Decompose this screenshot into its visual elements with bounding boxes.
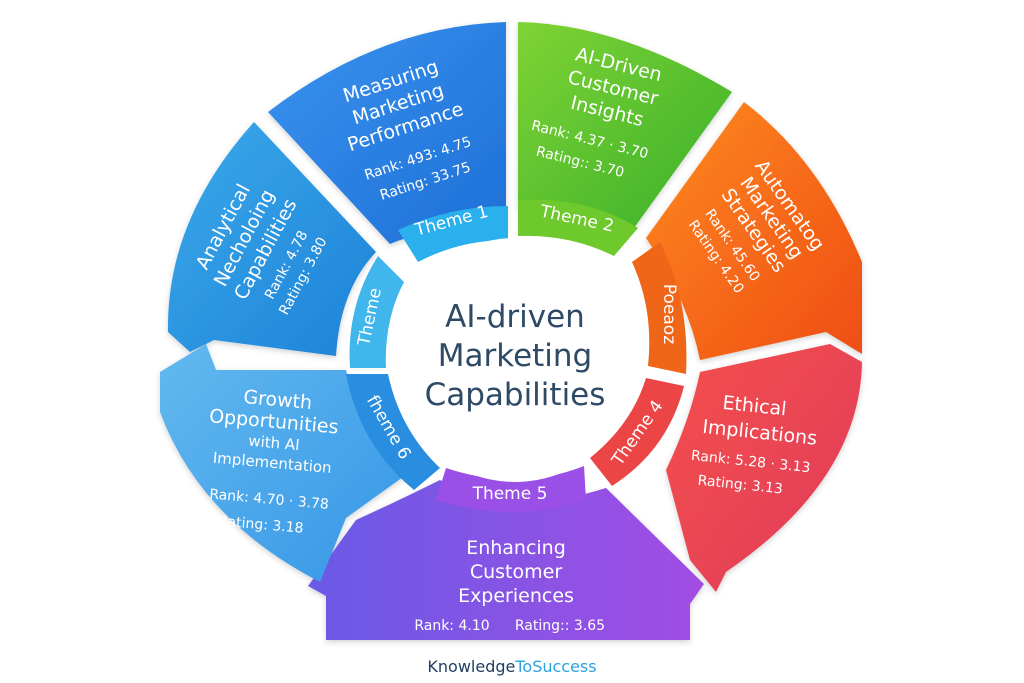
segment-5-title-3: Experiences [458,585,574,607]
theme-5-label: Theme 5 [472,484,548,504]
segment-2-shape [518,22,732,228]
segment-5-title-2: Customer [470,561,562,583]
theme-ring [346,199,687,512]
segment-6-shape [160,344,410,582]
segment-4-shape [666,344,862,592]
segment-5-text: Enhancing Customer Experiences Rank: 4.1… [414,537,605,634]
brand-logo-text: KnowledgeToSuccess [427,657,596,676]
theme-1-tab [398,206,508,262]
center-line-1: AI-driven [445,299,585,335]
theme-6-tab [346,374,440,490]
segment-5-rank: Rank: 4.10 [414,618,489,634]
center-line-3: Capabilities [425,377,606,413]
segment-5-rating: Rating:: 3.65 [515,618,605,634]
theme-4-tab [590,378,684,486]
segment-3-shape [646,102,862,360]
center-title: AI-driven Marketing Capabilities [425,299,606,413]
theme-7-tab [349,256,404,368]
segment-1-shape [268,22,506,244]
segment-5-shape [308,480,704,640]
theme-5-tab [436,466,586,512]
segment-6-rating: Rating: 3.18 [218,513,305,536]
center-line-2: Marketing [438,338,593,374]
brand-part-2: ToSuccess [514,657,596,676]
brand-part-1: Knowledge [427,657,515,676]
segment-5-title-1: Enhancing [466,537,566,559]
center-circle [393,238,637,482]
theme-3-tab [632,242,687,374]
theme-3-label: Poeaoz [659,284,679,344]
outer-ring [160,22,862,640]
segment-6-title-3: with AI [248,432,301,454]
segment-7-shape [167,122,376,356]
theme-2-tab [518,199,638,256]
